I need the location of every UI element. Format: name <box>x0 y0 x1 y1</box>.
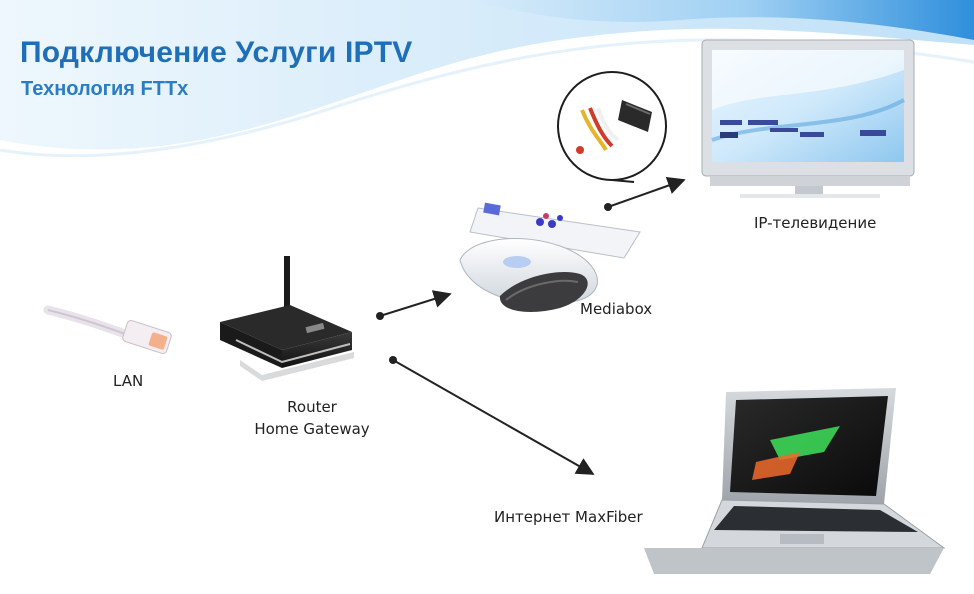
mediabox-to-tv-arrow <box>608 180 684 207</box>
router-to-internet-arrow <box>393 360 593 474</box>
internet-label: Интернет MaxFiber <box>494 506 643 528</box>
router-icon <box>220 256 354 381</box>
router-label-line2: Home Gateway <box>242 418 382 440</box>
television-icon <box>702 40 914 198</box>
router-label-line1: Router <box>242 396 382 418</box>
laptop-icon <box>644 388 944 574</box>
set-top-box-icon <box>460 203 640 312</box>
ethernet-cable-icon <box>48 310 172 355</box>
mediabox-label: Mediabox <box>580 298 652 320</box>
av-scart-cable-icon <box>558 72 666 182</box>
tv-label: IP-телевидение <box>754 212 876 234</box>
router-to-mediabox-arrow <box>380 294 450 316</box>
router-label: Router Home Gateway <box>242 396 382 440</box>
page-title: Подключение Услуги IPTV <box>20 36 413 70</box>
page-subtitle: Технология FTTx <box>21 78 188 101</box>
lan-label: LAN <box>113 370 143 392</box>
